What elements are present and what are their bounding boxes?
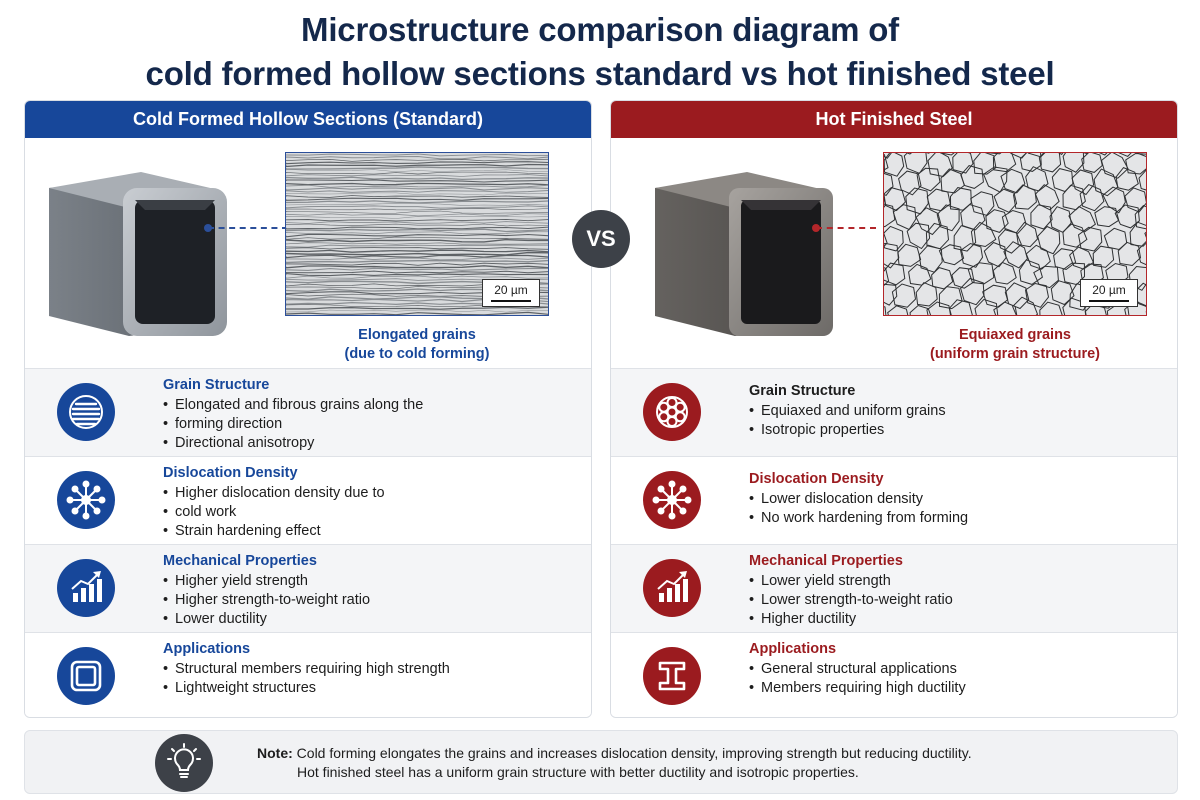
hot-mechanical-properties-item: Lower strength-to-weight ratio — [749, 591, 1159, 610]
hot-finished-caption-line-1: Equiaxed grains — [958, 327, 1071, 343]
hot-dislocation-density-item: No work hardening from forming — [749, 509, 1159, 528]
cold-applications-item: Lightweight structures — [163, 679, 573, 698]
hot-finished-connector — [812, 224, 876, 232]
cold-formed-caption-line-2: (due to cold forming) — [344, 346, 490, 362]
cold-applications-heading: Applications — [163, 641, 251, 657]
cold-dislocation-density-item: Higher dislocation density due to — [163, 484, 573, 503]
page-title: Microstructure comparison diagram of col… — [0, 8, 1200, 96]
hot-grain-structure-row: Grain Structure Equiaxed and uniform gra… — [611, 368, 1177, 456]
cold-dislocation-density-row: Dislocation Density Higher dislocation d… — [25, 456, 591, 544]
cold-grain-structure-item: Elongated and fibrous grains along the — [163, 396, 573, 415]
cold-formed-header: Cold Formed Hollow Sections (Standard) — [25, 101, 591, 138]
hot-mechanical-properties-row: Mechanical Properties Lower yield streng… — [611, 544, 1177, 632]
hot-dislocation-density-item: Lower dislocation density — [749, 490, 1159, 509]
vs-badge: VS — [572, 210, 630, 268]
note-text: Note: Cold forming elongates the grains … — [257, 744, 972, 782]
hot-applications-item: General structural applications — [749, 660, 1159, 679]
lightbulb-icon — [155, 734, 213, 792]
hot-grain-structure-item: Isotropic properties — [749, 421, 1159, 440]
hot-finished-scale-bar: 20 µm — [1080, 279, 1138, 307]
cold-applications-item: Structural members requiring high streng… — [163, 660, 573, 679]
hot-finished-micrograph: 20 µm — [883, 152, 1147, 316]
note-line-2: Hot finished steel has a uniform grain s… — [297, 764, 859, 780]
cold-formed-tube-image — [49, 172, 227, 336]
cold-mechanical-properties-heading: Mechanical Properties — [163, 553, 317, 569]
network-node-icon — [57, 471, 115, 529]
title-line-1: Microstructure comparison diagram of — [301, 11, 899, 48]
cold-grain-structure-item: Directional anisotropy — [163, 434, 573, 453]
cold-grain-structure-row: Grain Structure Elongated and fibrous gr… — [25, 368, 591, 456]
bar-chart-up-icon — [643, 559, 701, 617]
square-tube-icon — [57, 647, 115, 705]
hot-applications-heading: Applications — [749, 641, 837, 657]
hot-finished-caption-line-2: (uniform grain structure) — [930, 346, 1100, 362]
cold-formed-panel: Cold Formed Hollow Sections (Standard) 2… — [24, 100, 592, 718]
i-beam-icon — [643, 647, 701, 705]
hot-finished-header: Hot Finished Steel — [611, 101, 1177, 138]
cold-formed-scale-bar: 20 µm — [482, 279, 540, 307]
cold-formed-caption-line-1: Elongated grains — [358, 327, 476, 343]
title-line-2: cold formed hollow sections standard vs … — [145, 55, 1055, 92]
cold-mechanical-properties-row: Mechanical Properties Higher yield stren… — [25, 544, 591, 632]
cold-mechanical-properties-item: Higher yield strength — [163, 572, 573, 591]
cold-mechanical-properties-item: Higher strength-to-weight ratio — [163, 591, 573, 610]
hot-applications-item: Members requiring high ductility — [749, 679, 1159, 698]
hot-grain-structure-heading: Grain Structure — [749, 383, 856, 399]
hot-dislocation-density-row: Dislocation Density Lower dislocation de… — [611, 456, 1177, 544]
note-label: Note: — [257, 745, 293, 761]
cold-formed-connector — [204, 224, 288, 232]
cold-formed-hero: 20 µm Elongated grains (due to cold form… — [25, 138, 591, 368]
cold-dislocation-density-heading: Dislocation Density — [163, 465, 298, 481]
note-line-1: Cold forming elongates the grains and in… — [296, 745, 972, 761]
network-node-icon — [643, 471, 701, 529]
cold-applications-row: Applications Structural members requirin… — [25, 632, 591, 717]
hot-finished-scale-label: 20 µm — [1092, 283, 1126, 297]
cold-mechanical-properties-item: Lower ductility — [163, 610, 573, 629]
hot-dislocation-density-heading: Dislocation Density — [749, 471, 884, 487]
hot-mechanical-properties-heading: Mechanical Properties — [749, 553, 903, 569]
hot-finished-caption: Equiaxed grains (uniform grain structure… — [883, 326, 1147, 364]
cold-formed-scale-label: 20 µm — [494, 283, 528, 297]
cold-formed-property-list: Grain Structure Elongated and fibrous gr… — [25, 368, 591, 717]
cold-dislocation-density-item: cold work — [163, 503, 573, 522]
note-box: Note: Cold forming elongates the grains … — [24, 730, 1178, 794]
hot-grain-structure-item: Equiaxed and uniform grains — [749, 402, 1159, 421]
hot-mechanical-properties-item: Lower yield strength — [749, 572, 1159, 591]
cold-formed-caption: Elongated grains (due to cold forming) — [285, 326, 549, 364]
cold-grain-structure-heading: Grain Structure — [163, 377, 270, 393]
stacked-lines-icon — [57, 383, 115, 441]
cold-formed-micrograph: 20 µm — [285, 152, 549, 316]
hot-applications-row: Applications General structural applicat… — [611, 632, 1177, 717]
grain-cluster-icon — [643, 383, 701, 441]
hot-finished-property-list: Grain Structure Equiaxed and uniform gra… — [611, 368, 1177, 717]
hot-finished-panel: Hot Finished Steel 20 µm Equiaxed grains… — [610, 100, 1178, 718]
bar-chart-up-icon — [57, 559, 115, 617]
cold-dislocation-density-item: Strain hardening effect — [163, 522, 573, 541]
cold-grain-structure-item: forming direction — [163, 415, 573, 434]
hot-finished-hero: 20 µm Equiaxed grains (uniform grain str… — [611, 138, 1177, 368]
hot-finished-tube-image — [655, 172, 833, 336]
hot-mechanical-properties-item: Higher ductility — [749, 610, 1159, 629]
